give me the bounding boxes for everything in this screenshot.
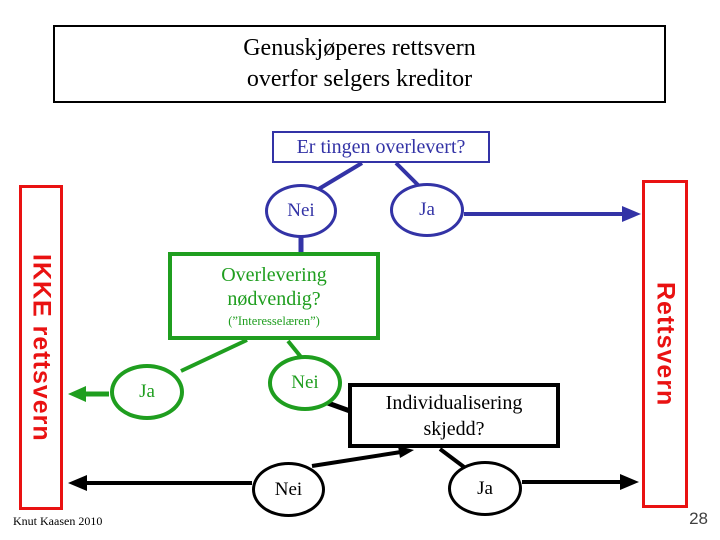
connector-q2-to-yes [180,338,248,373]
q3-answer-yes-label: Ja [477,477,493,499]
connector-q1-to-no [315,161,364,192]
question-delivered-box: Er tingen overlevert? [272,131,490,163]
outcome-ikke-rettsvern-label: IKKE rettsvern [27,253,56,442]
outcome-ikke-rettsvern-box: IKKE rettsvern [19,185,63,510]
q1-answer-no-ellipse: Nei [265,184,337,238]
arrow-q3no-to-q3-head [398,446,414,458]
question-overlevering-note: (”Interesselæren”) [228,314,320,328]
q2-answer-yes-label: Ja [139,381,155,402]
q3-answer-yes-ellipse: Ja [448,461,522,516]
arrow-q3no-to-q3-shaft [311,450,402,468]
q2-answer-no-label: Nei [291,372,319,393]
slide-title: Genuskjøperes rettsvern overfor selgers … [53,25,666,103]
question-individualisering-box: Individualisering skjedd? [348,383,560,448]
footer-credit: Knut Kaasen 2010 [13,514,103,528]
slide-title-line1: Genuskjøperes rettsvern [243,35,476,61]
q3-answer-no-ellipse: Nei [252,462,325,517]
q1-answer-yes-ellipse: Ja [390,183,464,237]
connector-q2-to-no [286,339,303,359]
question-delivered-text: Er tingen overlevert? [296,136,466,158]
question-individualisering-line1: Individualisering [385,391,523,414]
arrow-q1yes-to-rettsvern-head [622,206,641,222]
q3-answer-no-label: Nei [274,478,303,500]
outcome-rettsvern-label: Rettsvern [651,281,680,407]
connector-q3-to-yes [438,447,466,469]
outcome-rettsvern-box: Rettsvern [642,180,688,508]
arrow-q3no-to-ikke-head [68,475,87,491]
question-overlevering-line2: nødvendig? [227,288,321,310]
slide-title-line2: overfor selgers kreditor [246,66,473,92]
arrow-q3yes-to-rettsvern-head [620,474,639,490]
q2-answer-yes-ellipse: Ja [110,364,184,420]
q2-answer-no-ellipse: Nei [268,355,342,411]
q1-answer-no-label: Nei [287,200,315,221]
question-overlevering-line1: Overlevering [221,264,327,286]
question-overlevering-box: Overlevering nødvendig? (”Interesselæren… [168,252,380,340]
arrow-q2yes-to-ikke-head [68,386,86,402]
question-individualisering-line2: skjedd? [423,417,485,440]
page-number: 28 [689,509,708,528]
q1-answer-yes-label: Ja [419,199,435,220]
